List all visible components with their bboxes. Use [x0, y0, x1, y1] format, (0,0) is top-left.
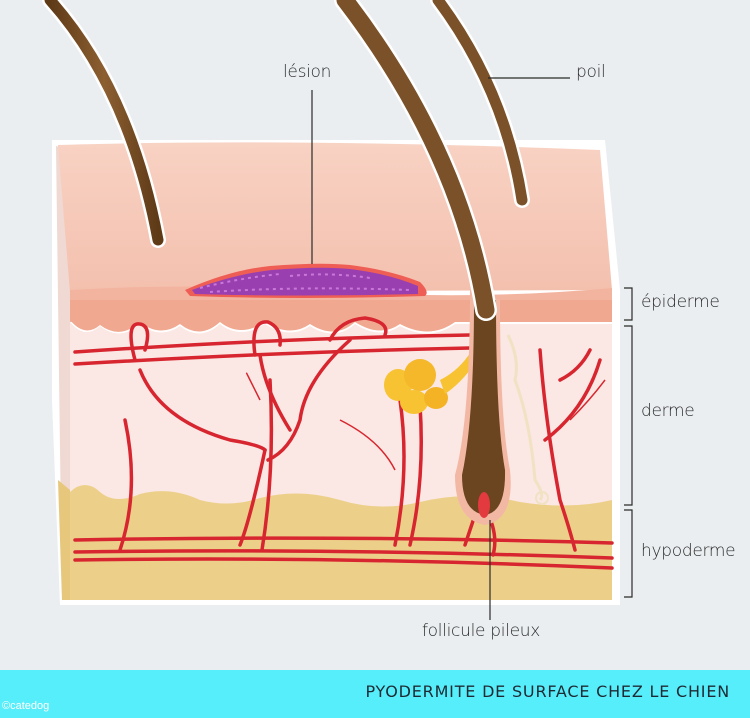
- skin-cross-section-illustration: [42, 0, 633, 620]
- label-dermis: derme: [641, 401, 695, 421]
- diagram-title: PYODERMITE DE SURFACE CHEZ LE CHIEN: [365, 682, 730, 701]
- hair-follicle: [455, 290, 511, 525]
- label-hair: poil: [576, 62, 606, 82]
- label-lesion: lésion: [283, 62, 332, 82]
- hairs: [42, 0, 530, 321]
- label-follicle: follicule pileux: [422, 621, 540, 641]
- label-hypodermis: hypoderme: [641, 541, 736, 561]
- lesion-area: [185, 263, 427, 298]
- leader-lines: [311, 77, 570, 620]
- side-face: [56, 146, 70, 600]
- footer-banner: PYODERMITE DE SURFACE CHEZ LE CHIEN ©cat…: [0, 670, 750, 718]
- sebaceous-gland: [384, 350, 478, 414]
- blood-vessels: [73, 316, 614, 570]
- layer-brackets: [624, 287, 633, 598]
- label-epidermis: épiderme: [641, 292, 720, 312]
- copyright: ©catedog: [2, 700, 50, 712]
